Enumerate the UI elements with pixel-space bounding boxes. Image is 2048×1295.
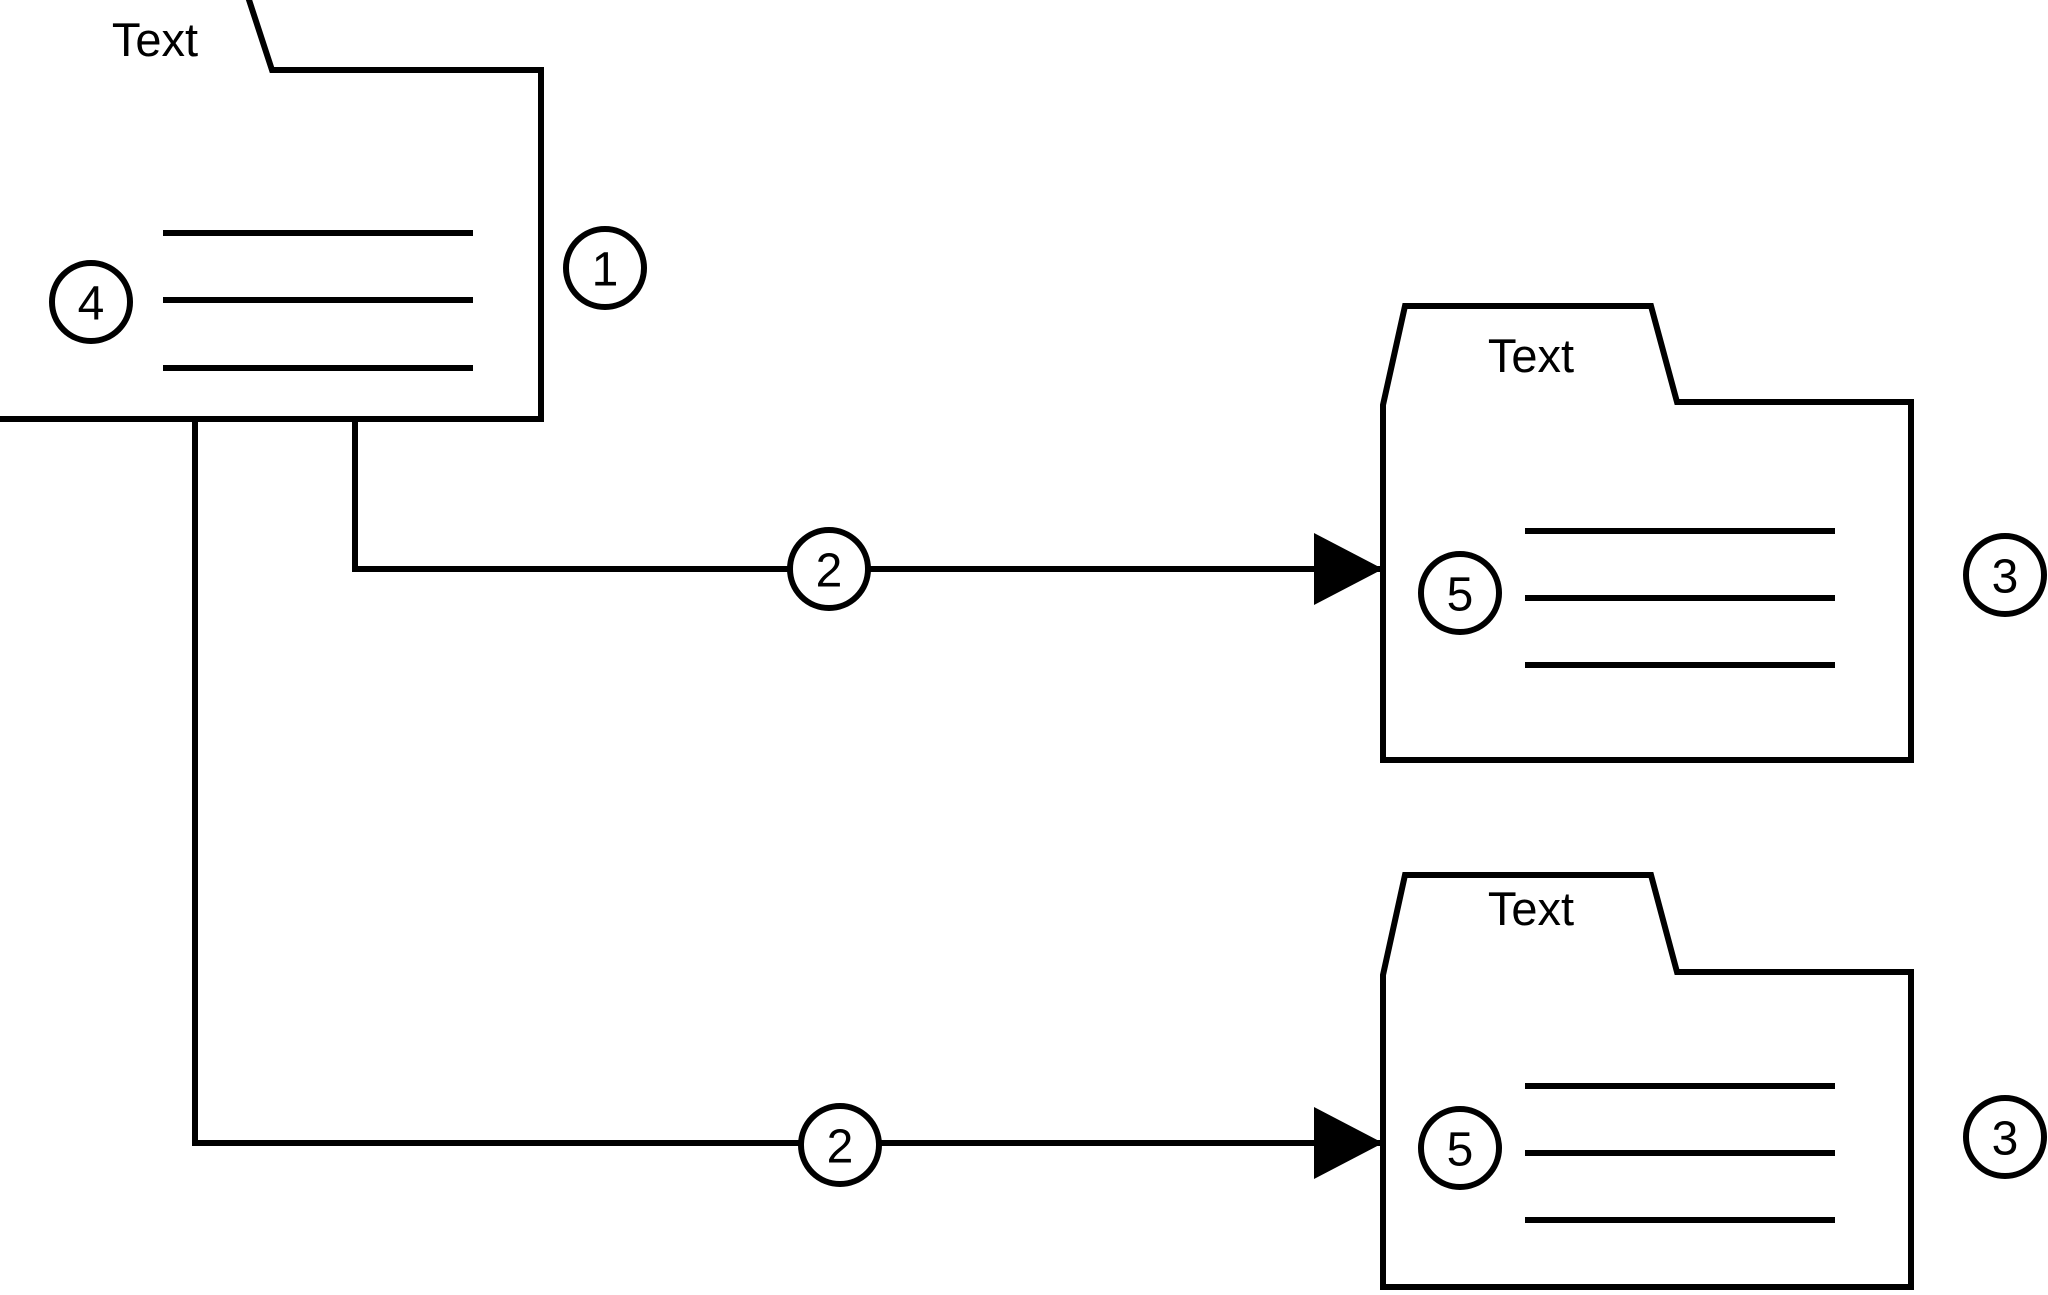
folder-1-shape-icon	[0, 0, 544, 422]
badge-2-lower-circle-icon	[798, 1103, 882, 1187]
badge-2-lower-label: 2	[827, 1121, 854, 1174]
folder-1-title: Text	[112, 13, 198, 66]
connector-lower-path	[192, 419, 1383, 1146]
arrowhead-lower-icon	[1314, 1107, 1383, 1179]
badge-3-upper-circle-icon	[1963, 533, 2047, 617]
connector-upper[interactable]	[352, 419, 1383, 605]
badge-1-label: 1	[592, 244, 619, 297]
folder-3-title: Text	[1488, 882, 1574, 935]
folder-3-shape-icon	[1380, 872, 1914, 1290]
badge-3-upper-label: 3	[1992, 551, 2019, 604]
badge-5-upper-circle-icon	[1418, 551, 1502, 635]
badge-4-label: 4	[78, 278, 105, 331]
badge-callout-4[interactable]: 4	[49, 260, 133, 344]
badge-4-circle-icon	[49, 260, 133, 344]
folder-node-2[interactable]: Text	[1380, 303, 1914, 763]
connector-upper-path	[352, 419, 1383, 572]
badge-5-lower-circle-icon	[1418, 1106, 1502, 1190]
folder-2-title: Text	[1488, 329, 1574, 382]
badge-callout-2-upper[interactable]: 2	[787, 527, 871, 611]
badge-5-lower-label: 5	[1447, 1124, 1474, 1177]
badge-callout-5-lower[interactable]: 5	[1418, 1106, 1502, 1190]
badge-5-upper-label: 5	[1447, 569, 1474, 622]
arrowhead-upper-icon	[1314, 533, 1383, 605]
badge-1-circle-icon	[563, 226, 647, 310]
badge-2-upper-label: 2	[816, 545, 843, 598]
badge-callout-3-lower[interactable]: 3	[1963, 1095, 2047, 1179]
folder-node-1[interactable]: Text	[0, 0, 544, 422]
badge-callout-1[interactable]: 1	[563, 226, 647, 310]
connector-lower[interactable]	[192, 419, 1383, 1179]
badge-callout-2-lower[interactable]: 2	[798, 1103, 882, 1187]
badge-3-lower-label: 3	[1992, 1113, 2019, 1166]
badge-callout-3-upper[interactable]: 3	[1963, 533, 2047, 617]
folder-node-3[interactable]: Text	[1380, 872, 1914, 1290]
badge-2-upper-circle-icon	[787, 527, 871, 611]
badge-callout-5-upper[interactable]: 5	[1418, 551, 1502, 635]
badge-3-lower-circle-icon	[1963, 1095, 2047, 1179]
